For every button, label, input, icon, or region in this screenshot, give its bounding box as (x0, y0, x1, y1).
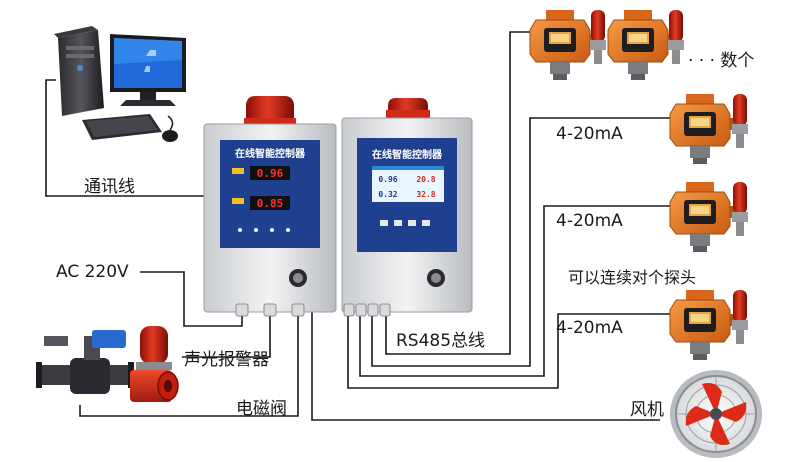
screen-value-1: 0.96 (378, 175, 397, 184)
left-controller: 在线智能控制器 0.96 0.85 (203, 96, 337, 317)
beacon-signal-2 (732, 182, 748, 236)
sound-light-alarm (130, 326, 179, 402)
label-valve: 电磁阀 (236, 399, 287, 419)
label-connect-probes: 可以连续对个探头 (568, 268, 697, 287)
label-signal-2: 4-20mA (556, 211, 623, 231)
exhaust-fan (670, 370, 762, 458)
wire-fan (311, 312, 660, 421)
screen-value-4: 32.8 (416, 190, 435, 199)
label-multiple: · · · 数个 (688, 51, 755, 71)
detector-signal-2 (669, 181, 739, 253)
left-display-2: 0.85 (257, 197, 284, 210)
label-fan: 风机 (630, 400, 664, 420)
beacon-signal-1 (732, 94, 748, 148)
wire-comm-line (45, 79, 205, 197)
computer (54, 26, 186, 142)
beacon-signal-3 (732, 290, 748, 344)
beacon-top-2 (668, 10, 684, 64)
label-alarm: 声光报警器 (184, 350, 269, 370)
wire-rs485 (385, 31, 540, 355)
screen-value-2: 20.8 (416, 175, 435, 184)
wire-alarm (182, 312, 271, 358)
solenoid-valve (36, 330, 134, 394)
screen-value-3: 0.32 (378, 190, 397, 199)
wire-ac-power (140, 271, 243, 327)
detector-top-1 (529, 9, 599, 81)
wire-valve (79, 312, 299, 417)
label-comm-line: 通讯线 (84, 177, 135, 197)
label-signal-1: 4-20mA (556, 124, 623, 144)
right-controller: 在线智能控制器 0.96 20.8 0.32 32.8 (341, 98, 473, 317)
detector-top-2 (607, 9, 677, 81)
wire-signal-1 (371, 117, 672, 367)
right-controller-title: 在线智能控制器 (372, 148, 443, 161)
beacon-top-1 (590, 10, 606, 64)
label-ac-power: AC 220V (56, 262, 129, 282)
detector-signal-3 (669, 289, 739, 361)
detector-signal-1 (669, 93, 739, 165)
left-controller-title: 在线智能控制器 (235, 147, 306, 160)
wire-signal-2 (359, 205, 672, 377)
label-rs485: RS485总线 (396, 331, 486, 351)
wire-signal-3 (347, 312, 672, 389)
label-signal-3: 4-20mA (556, 318, 623, 338)
wiring (45, 31, 672, 421)
left-display-1: 0.96 (257, 167, 284, 180)
